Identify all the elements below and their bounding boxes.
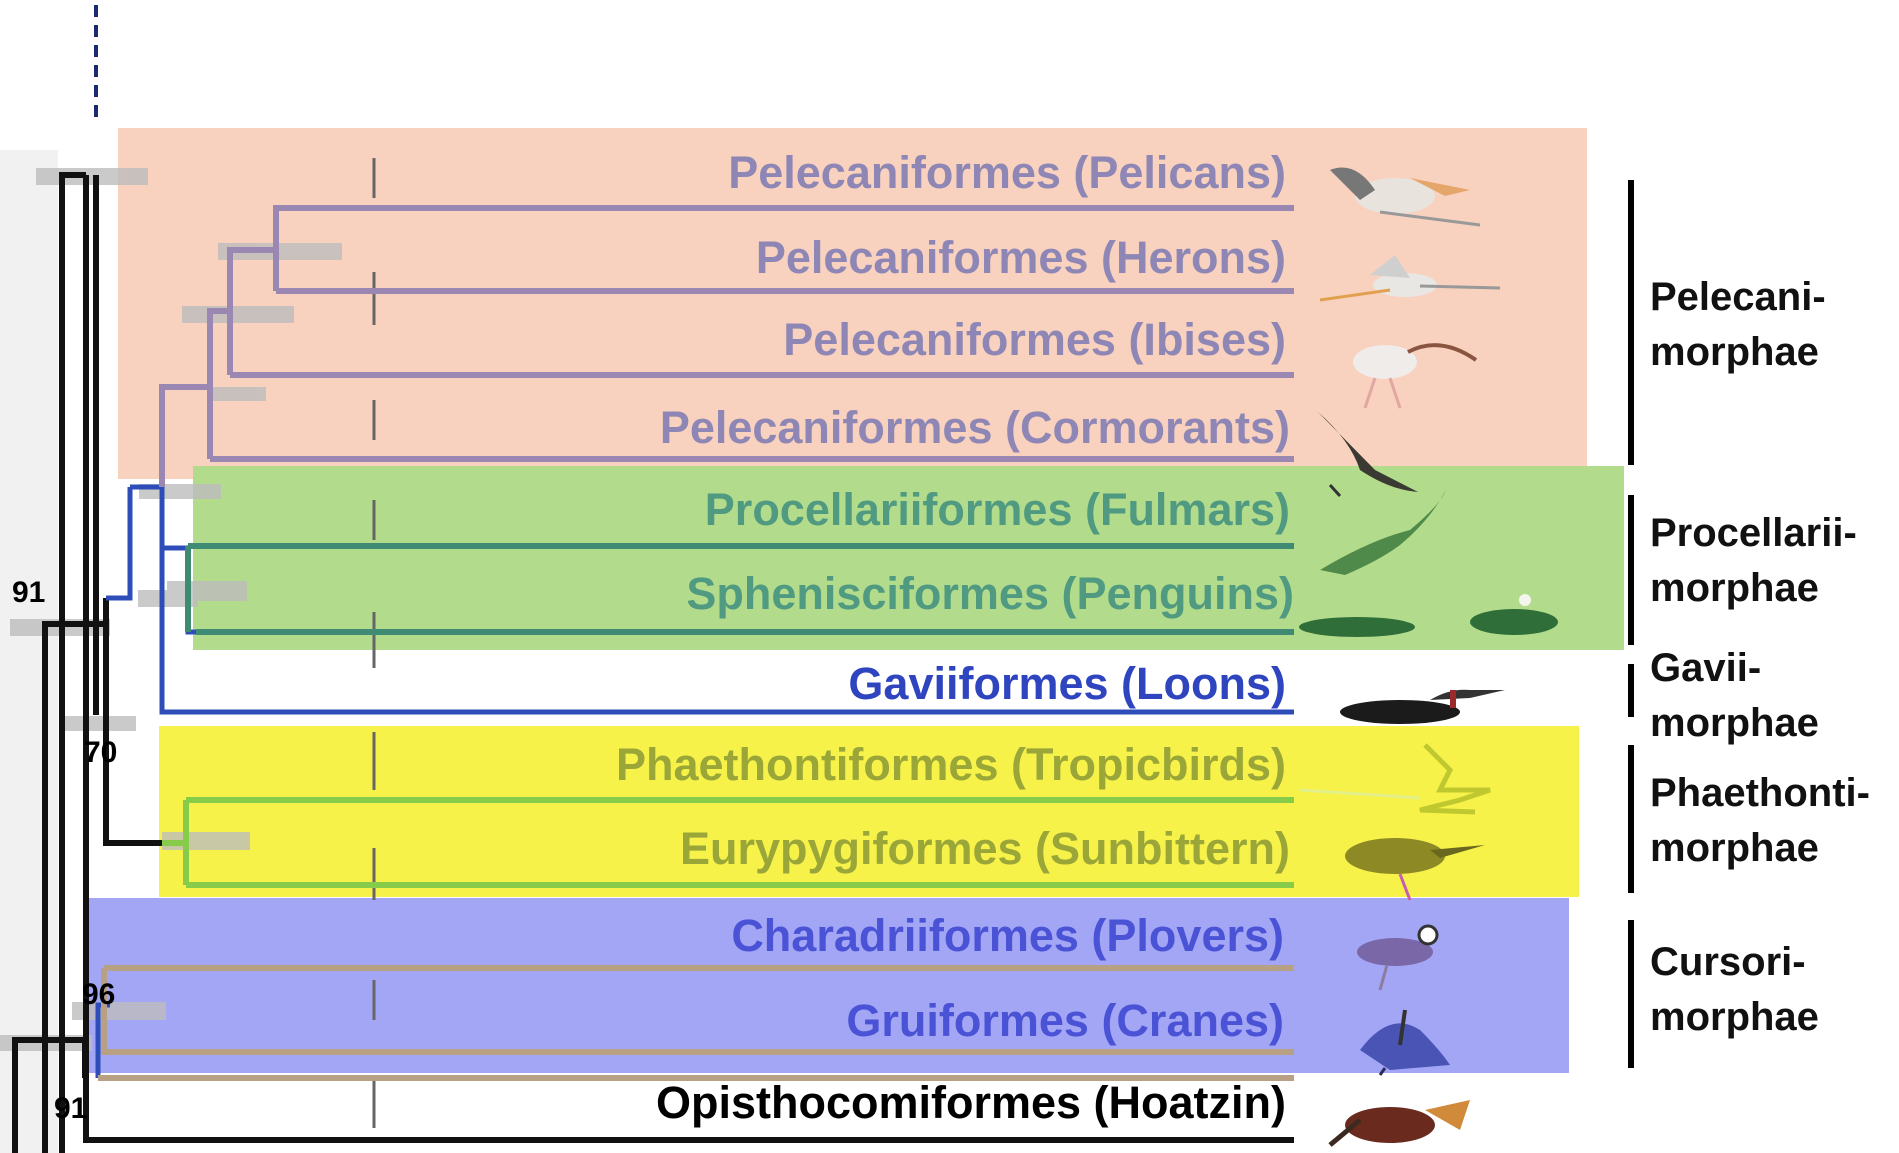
group-label-cursori: Cursori- bbox=[1650, 940, 1806, 984]
group-label-pelecani: Pelecani- bbox=[1650, 275, 1826, 319]
group-label-gavii: Gavii- bbox=[1650, 646, 1761, 690]
taxon-label: Phaethontiformes (Tropicbirds) bbox=[616, 739, 1286, 790]
group-label-cursori: morphae bbox=[1650, 995, 1819, 1039]
support-value: 96 bbox=[82, 978, 115, 1011]
loon-icon bbox=[1340, 690, 1505, 724]
taxon-label: Gruiformes (Cranes) bbox=[846, 995, 1284, 1046]
support-value: 91 bbox=[12, 576, 45, 609]
taxon-label: Pelecaniformes (Herons) bbox=[756, 232, 1286, 283]
taxon-label: Eurypygiformes (Sunbittern) bbox=[680, 823, 1290, 874]
group-label-procellarii: Procellarii- bbox=[1650, 511, 1857, 555]
taxon-label: Pelecaniformes (Ibises) bbox=[783, 314, 1286, 365]
taxon-label: Gaviiformes (Loons) bbox=[848, 658, 1286, 709]
group-label-gavii: morphae bbox=[1650, 701, 1819, 745]
support-value: 70 bbox=[84, 736, 117, 769]
group-label-phaethonti: Phaethonti- bbox=[1650, 771, 1870, 815]
left-panel bbox=[0, 150, 58, 1153]
taxon-label: Opisthocomiformes (Hoatzin) bbox=[656, 1077, 1286, 1128]
taxon-label: Pelecaniformes (Cormorants) bbox=[660, 402, 1290, 453]
taxon-label: Charadriiformes (Plovers) bbox=[731, 910, 1284, 961]
group-label-procellarii: morphae bbox=[1650, 566, 1819, 610]
group-label-pelecani: morphae bbox=[1650, 330, 1819, 374]
hoatzin-icon bbox=[1330, 1100, 1470, 1145]
support-value: 91 bbox=[54, 1092, 87, 1125]
group-label-phaethonti: morphae bbox=[1650, 826, 1819, 870]
taxon-label: Sphenisciformes (Penguins) bbox=[686, 568, 1294, 619]
group-labels: Pelecani- morphae Procellarii- morphae G… bbox=[1650, 275, 1870, 1039]
taxon-label: Pelecaniformes (Pelicans) bbox=[728, 147, 1286, 198]
taxon-label: Procellariiformes (Fulmars) bbox=[705, 484, 1290, 535]
